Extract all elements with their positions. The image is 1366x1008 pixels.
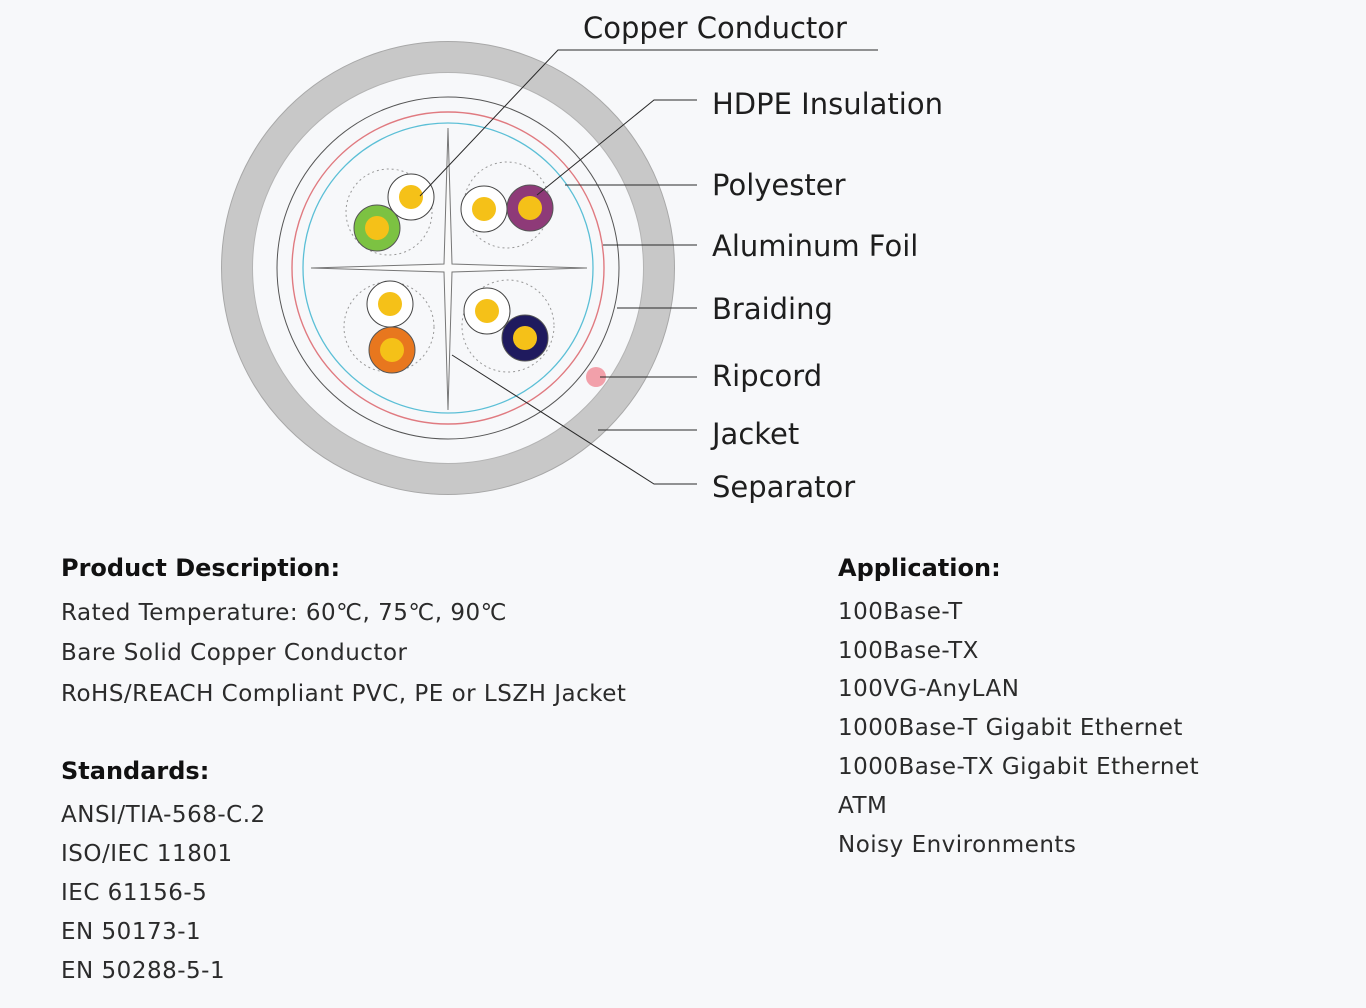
- cable-cross-section-diagram: Copper Conductor HDPE Insulation Polyest…: [221, 11, 943, 504]
- list-item: EN 50288-5-1: [61, 957, 226, 984]
- leader-copper-conductor: [419, 49, 878, 197]
- jacket-inner-edge: [252, 72, 644, 464]
- copper-conductor: [378, 292, 402, 316]
- list-item: Bare Solid Copper Conductor: [61, 640, 408, 667]
- label-ripcord: Ripcord: [712, 359, 822, 393]
- list-item: ANSI/TIA-568-C.2: [61, 801, 266, 828]
- label-braiding: Braiding: [712, 292, 833, 326]
- copper-conductor: [475, 299, 499, 323]
- copper-conductor: [518, 196, 542, 220]
- leader-separator: [451, 354, 697, 485]
- product-description-list: Rated Temperature: 60℃, 75℃, 90℃ Bare So…: [61, 593, 626, 715]
- list-item: 1000Base-T Gigabit Ethernet: [838, 715, 1183, 742]
- list-item: ISO/IEC 11801: [61, 840, 233, 867]
- list-item: ATM: [838, 792, 888, 819]
- product-description-heading: Product Description:: [61, 554, 341, 582]
- product-description-section: Product Description: Rated Temperature: …: [61, 554, 626, 714]
- jacket-outer-edge: [221, 41, 675, 495]
- separator-cross: [310, 127, 588, 411]
- label-polyester: Polyester: [712, 168, 846, 202]
- jacket-ring: [221, 41, 675, 495]
- copper-conductor: [365, 216, 389, 240]
- list-item: Noisy Environments: [838, 831, 1077, 858]
- list-item: Rated Temperature: 60℃, 75℃, 90℃: [61, 599, 507, 626]
- copper-conductor: [513, 326, 537, 350]
- list-item: 100Base-T: [838, 598, 963, 625]
- aluminum-foil-ring: [291, 111, 605, 425]
- copper-conductor: [380, 338, 404, 362]
- application-heading: Application:: [838, 554, 1001, 582]
- ripcord-dot: [586, 367, 606, 387]
- polyester-ring: [302, 122, 594, 414]
- copper-conductor: [399, 185, 423, 209]
- pair-group-outline: [345, 168, 433, 256]
- leader-hdpe-insulation: [536, 99, 697, 196]
- label-hdpe-insulation: HDPE Insulation: [712, 87, 943, 121]
- label-copper-conductor: Copper Conductor: [583, 11, 847, 45]
- standards-heading: Standards:: [61, 757, 210, 785]
- standards-section: Standards: ANSI/TIA-568-C.2 ISO/IEC 1180…: [61, 757, 266, 991]
- pair-group-outline: [461, 279, 555, 373]
- list-item: 100VG-AnyLAN: [838, 676, 1020, 703]
- list-item: 1000Base-TX Gigabit Ethernet: [838, 753, 1200, 780]
- application-section: Application: 100Base-T 100Base-TX 100VG-…: [838, 554, 1199, 864]
- list-item: EN 50173-1: [61, 918, 202, 945]
- application-list: 100Base-T 100Base-TX 100VG-AnyLAN 1000Ba…: [838, 593, 1199, 865]
- list-item: 100Base-TX: [838, 637, 979, 664]
- label-jacket: Jacket: [710, 417, 799, 451]
- braiding-ring: [276, 96, 620, 440]
- label-separator: Separator: [712, 470, 855, 504]
- standards-list: ANSI/TIA-568-C.2 ISO/IEC 11801 IEC 61156…: [61, 796, 266, 991]
- list-item: IEC 61156-5: [61, 879, 208, 906]
- label-aluminum-foil: Aluminum Foil: [712, 229, 918, 263]
- list-item: RoHS/REACH Compliant PVC, PE or LSZH Jac…: [61, 680, 627, 707]
- copper-conductor: [472, 197, 496, 221]
